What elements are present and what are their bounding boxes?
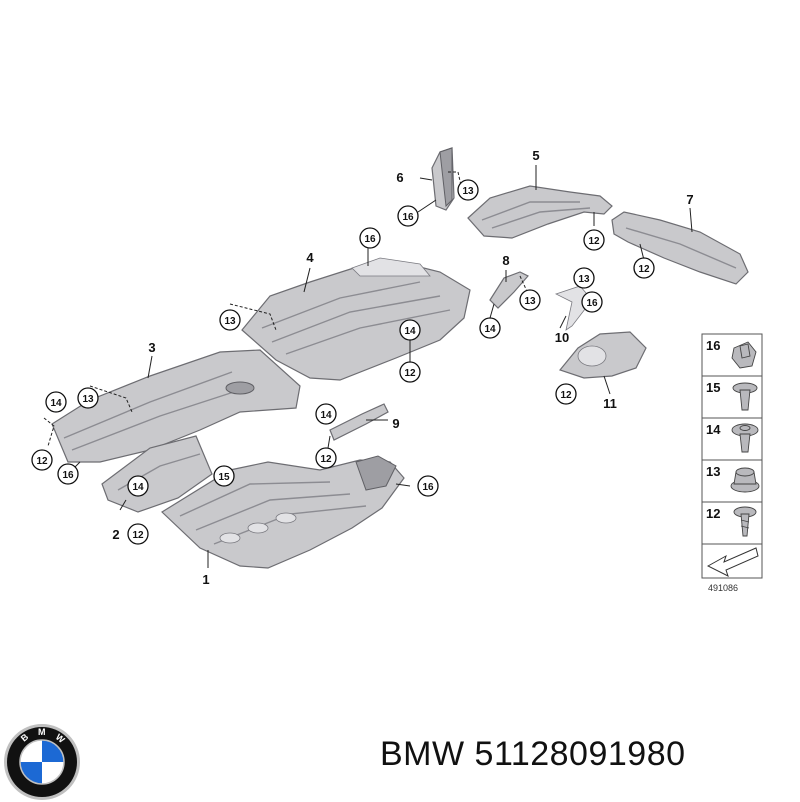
part-number-10: 10 xyxy=(555,330,569,345)
callout-14: 14 xyxy=(45,391,67,413)
svg-text:16: 16 xyxy=(62,470,74,481)
callout-12: 12 xyxy=(31,449,53,471)
part-number-3: 3 xyxy=(148,340,155,355)
part-number-2: 2 xyxy=(112,527,119,542)
svg-text:13: 13 xyxy=(462,186,474,197)
svg-text:16: 16 xyxy=(586,298,598,309)
part-number-5: 5 xyxy=(532,148,539,163)
part-1-floor-pan xyxy=(161,455,411,569)
callout-12: 12 xyxy=(555,383,577,405)
screw-icon xyxy=(733,506,757,537)
bmw-logo-icon: B M W xyxy=(4,724,80,800)
legend-label-12: 12 xyxy=(706,506,720,521)
callout-15: 15 xyxy=(213,465,235,487)
part-number-8: 8 xyxy=(502,253,509,268)
callout-13: 13 xyxy=(519,289,541,311)
svg-text:12: 12 xyxy=(36,456,48,467)
expanding-rivet-icon xyxy=(731,423,759,453)
svg-text:16: 16 xyxy=(422,482,434,493)
svg-text:13: 13 xyxy=(224,316,236,327)
part-number-labels: 1 2 3 4 5 6 7 8 9 10 11 xyxy=(112,148,693,587)
part-9-strip xyxy=(327,403,389,449)
callout-13: 13 xyxy=(457,179,479,201)
svg-text:14: 14 xyxy=(132,482,144,493)
callout-12: 12 xyxy=(633,257,655,279)
fastener-legend: 16 15 14 13 12 xyxy=(701,333,763,593)
callout-12: 12 xyxy=(127,523,149,545)
callout-12: 12 xyxy=(399,361,421,383)
part-number-6: 6 xyxy=(396,170,403,185)
svg-text:16: 16 xyxy=(402,212,414,223)
part-number-7: 7 xyxy=(686,192,693,207)
push-rivet-icon xyxy=(732,382,758,411)
callout-12: 12 xyxy=(315,447,337,469)
part-number-caption: BMW 51128091980 xyxy=(380,735,686,773)
callout-16: 16 xyxy=(417,475,439,497)
svg-text:12: 12 xyxy=(588,236,600,247)
svg-text:14: 14 xyxy=(320,410,332,421)
part-number-1: 1 xyxy=(202,572,209,587)
svg-text:13: 13 xyxy=(82,394,94,405)
svg-text:12: 12 xyxy=(320,454,332,465)
legend-cell-16 xyxy=(701,333,763,377)
callouts: 13 16 12 12 16 13 14 12 13 14 13 16 14 1… xyxy=(31,179,655,545)
part-2-panel xyxy=(101,435,215,513)
legend-cell-15 xyxy=(701,375,763,419)
part-number-11: 11 xyxy=(603,396,617,411)
legend-label-16: 16 xyxy=(706,338,720,353)
direction-arrow-icon xyxy=(706,547,759,577)
svg-text:13: 13 xyxy=(578,274,590,285)
svg-text:12: 12 xyxy=(638,264,650,275)
svg-text:12: 12 xyxy=(560,390,572,401)
callout-16: 16 xyxy=(397,205,419,227)
part-5-panel xyxy=(467,165,613,239)
legend-label-14: 14 xyxy=(706,422,721,437)
part-number-9: 9 xyxy=(392,416,399,431)
callout-16: 16 xyxy=(359,227,381,249)
logo-letter-m: M xyxy=(38,727,46,737)
svg-text:13: 13 xyxy=(524,296,536,307)
svg-text:16: 16 xyxy=(364,234,376,245)
callout-14: 14 xyxy=(399,319,421,341)
svg-text:14: 14 xyxy=(50,398,62,409)
svg-text:12: 12 xyxy=(404,368,416,379)
diagram-reference-number: 491086 xyxy=(708,583,738,593)
callout-16: 16 xyxy=(57,463,79,485)
part-7-rail xyxy=(611,207,749,285)
callout-13: 13 xyxy=(219,309,241,331)
part-4-underbody xyxy=(229,248,471,381)
svg-text:15: 15 xyxy=(218,472,230,483)
logo-letter-b: B xyxy=(19,731,31,743)
svg-text:12: 12 xyxy=(132,530,144,541)
callout-13: 13 xyxy=(77,387,99,409)
part-number-4: 4 xyxy=(306,250,314,265)
callout-16: 16 xyxy=(581,291,603,313)
legend-label-15: 15 xyxy=(706,380,720,395)
part-11-wheelarch-cover xyxy=(558,331,647,395)
callout-14: 14 xyxy=(479,317,501,339)
callout-14: 14 xyxy=(127,475,149,497)
callout-13: 13 xyxy=(573,267,595,289)
svg-text:14: 14 xyxy=(404,326,416,337)
clip-nut-icon xyxy=(731,341,757,369)
svg-text:14: 14 xyxy=(484,324,496,335)
callout-12: 12 xyxy=(583,229,605,251)
legend-label-13: 13 xyxy=(706,464,720,479)
part-6-bracket xyxy=(417,147,463,213)
flange-nut-icon xyxy=(730,467,760,493)
callout-14: 14 xyxy=(315,403,337,425)
